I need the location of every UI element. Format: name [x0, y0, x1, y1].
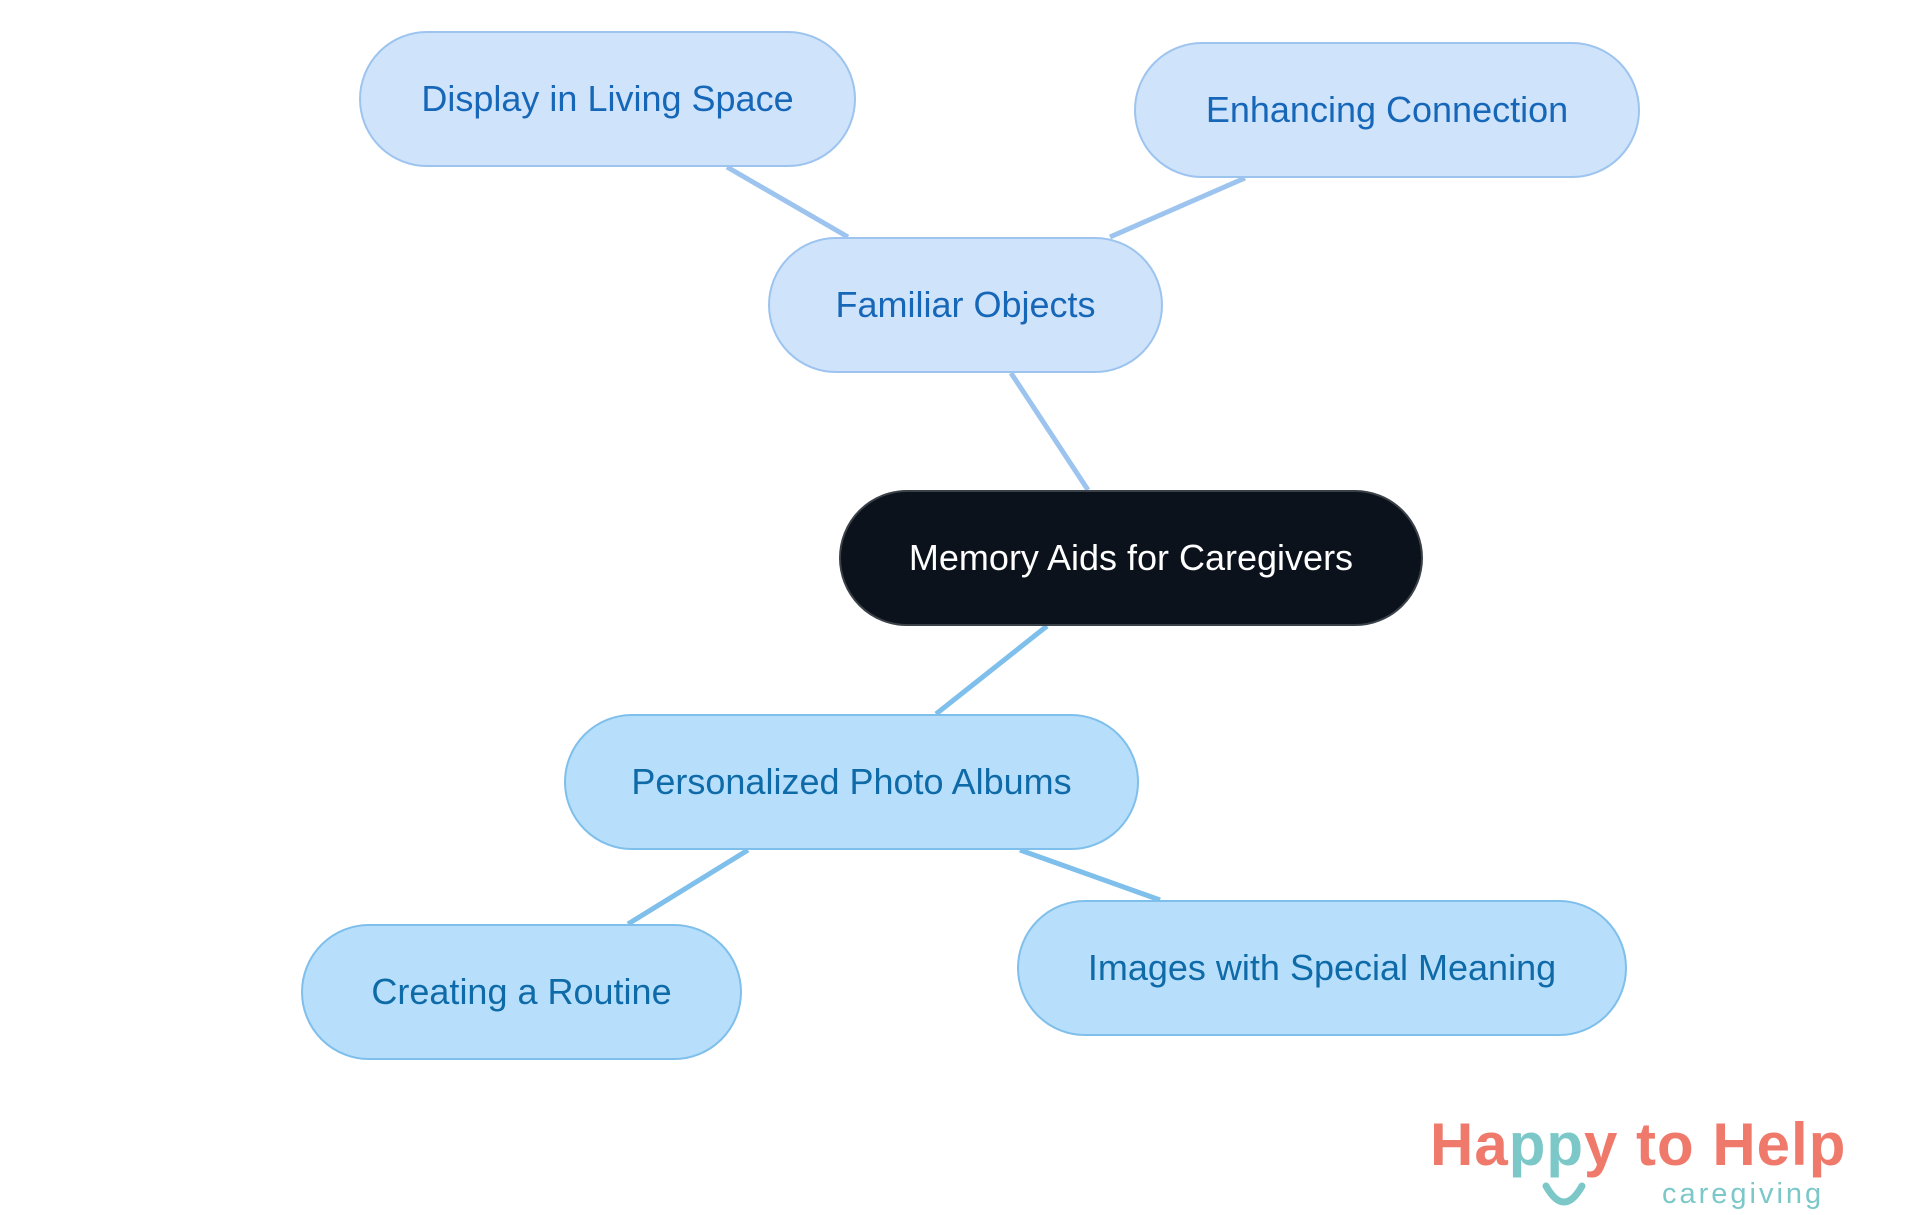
- connector-albums-routine: [626, 847, 750, 927]
- node-label: Images with Special Meaning: [1087, 947, 1557, 988]
- node-personalized-photo-albums: Personalized Photo Albums: [564, 714, 1139, 850]
- brand-logo: Happy to Help caregiving: [1430, 1110, 1900, 1215]
- node-label: Memory Aids for Caregivers: [908, 537, 1354, 578]
- node-label: Creating a Routine: [371, 971, 672, 1012]
- node-creating-a-routine: Creating a Routine: [301, 924, 742, 1060]
- node-display-in-living-space: Display in Living Space: [359, 31, 856, 167]
- node-label: Enhancing Connection: [1205, 89, 1569, 130]
- logo-title: Happy to Help: [1430, 1110, 1846, 1179]
- node-label: Display in Living Space: [421, 78, 794, 119]
- logo-title-start: Ha: [1430, 1111, 1509, 1178]
- connector-root-albums: [934, 624, 1049, 716]
- node-root-memory-aids: Memory Aids for Caregivers: [839, 490, 1423, 626]
- smile-icon: [1542, 1182, 1586, 1206]
- logo-title-pp: pp: [1508, 1111, 1585, 1178]
- connector-familiar-enhance: [1108, 175, 1247, 240]
- connector-familiar-display: [725, 164, 850, 240]
- node-familiar-objects: Familiar Objects: [768, 237, 1163, 373]
- logo-subtitle: caregiving: [1662, 1178, 1825, 1210]
- connector-albums-images: [1019, 847, 1161, 903]
- node-images-with-special-meaning: Images with Special Meaning: [1017, 900, 1627, 1036]
- node-enhancing-connection: Enhancing Connection: [1134, 42, 1640, 178]
- connector-root-familiar: [1008, 371, 1091, 492]
- node-label: Familiar Objects: [835, 284, 1096, 325]
- logo-title-end: y to Help: [1584, 1111, 1847, 1178]
- node-label: Personalized Photo Albums: [631, 761, 1072, 802]
